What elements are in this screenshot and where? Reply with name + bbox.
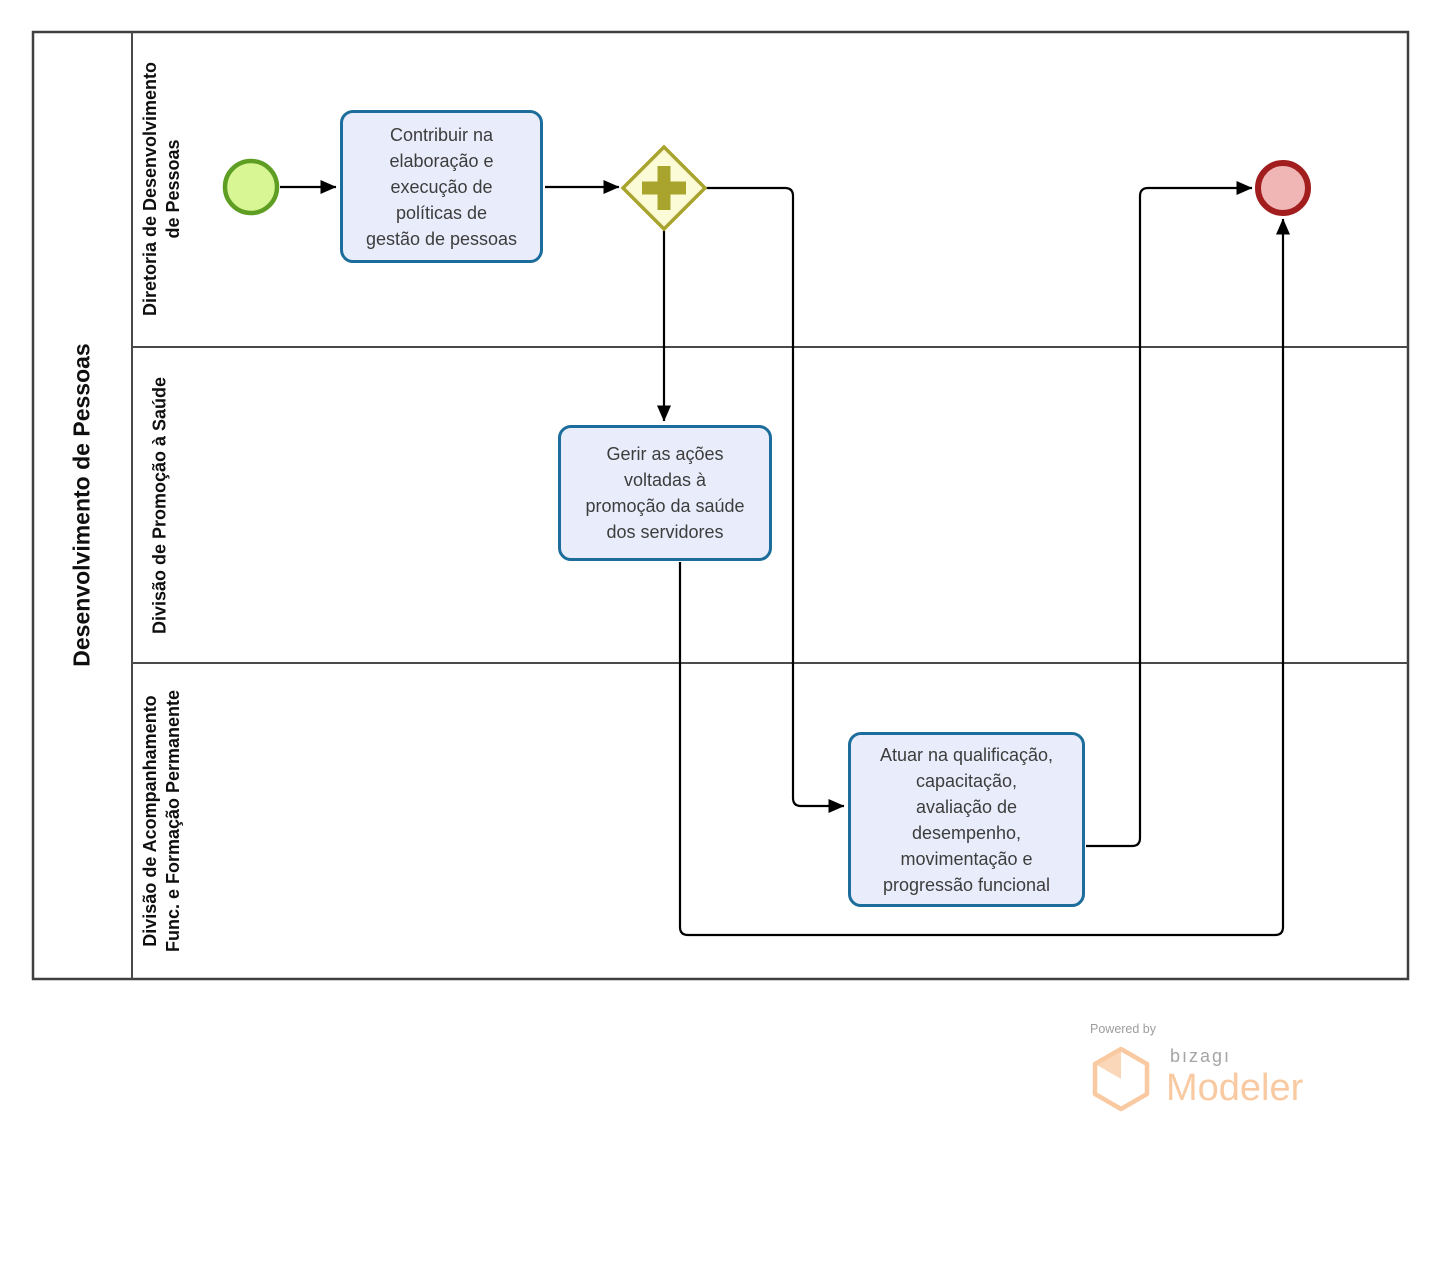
flow-task2-to-end (678, 218, 1290, 937)
task-contribuir-politicas[interactable]: Contribuir na elaboração e execução de p… (340, 110, 543, 263)
flow-gateway-to-task3 (706, 186, 845, 813)
bizagi-footer: Powered by bızagı Modeler (1088, 1022, 1348, 1112)
task-label: Gerir as ações voltadas à promoção da sa… (585, 444, 745, 542)
task-atuar-qualificacao[interactable]: Atuar na qualificação, capacitação, aval… (848, 732, 1085, 907)
task-label: Atuar na qualificação, capacitação, aval… (879, 744, 1054, 895)
bizagi-hexagon-icon (1092, 1046, 1150, 1112)
task-gerir-acoes-saude[interactable]: Gerir as ações voltadas à promoção da sa… (558, 425, 772, 561)
lane-label-diretoria: Diretoria de Desenvolvimento de Pessoas (140, 61, 183, 317)
pool-border (31, 30, 1410, 981)
start-event[interactable] (222, 158, 280, 216)
lane-label-acompanhamento: Divisão de Acompanhamento Func. e Formaç… (140, 689, 183, 953)
end-event[interactable] (1255, 160, 1311, 216)
parallel-gateway[interactable] (620, 144, 708, 232)
powered-by-label: Powered by (1090, 1022, 1157, 1036)
task-label: Contribuir na elaboração e execução de p… (365, 124, 518, 249)
pool-title: Desenvolvimento de Pessoas (68, 343, 95, 667)
bizagi-wordmark: bızagı (1170, 1046, 1232, 1066)
modeler-wordmark: Modeler (1166, 1067, 1304, 1109)
flow-task3-to-end (1086, 181, 1253, 848)
lane-label-promocao-saude: Divisão de Promoção à Saúde (149, 376, 170, 635)
gateway-plus-icon (657, 166, 671, 210)
